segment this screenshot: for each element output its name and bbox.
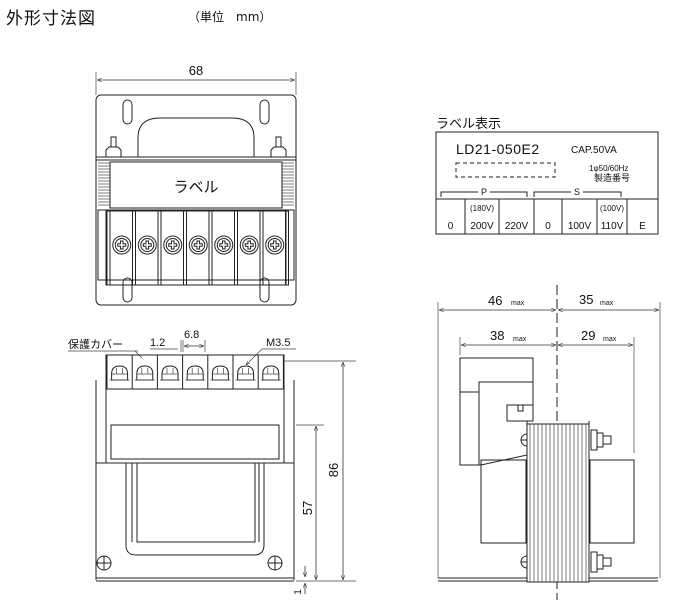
- terminal-screw: [112, 235, 132, 255]
- label-heading: ラベル表示: [436, 116, 501, 131]
- capacity: CAP.50VA: [571, 145, 617, 156]
- label-box: [435, 131, 659, 235]
- terminal-cell: 100V: [568, 221, 592, 232]
- terminal-screws-front: [106, 355, 284, 389]
- dim-86-label: 86: [326, 463, 341, 477]
- handle-arch: [137, 117, 255, 157]
- side-view: 46 max 35 max 38 max 29 max: [437, 285, 661, 600]
- terminal-separator: [259, 210, 264, 286]
- label-area: [109, 161, 283, 209]
- terminal-cell-value: 200V: [470, 221, 494, 232]
- terminal-separator: [106, 210, 111, 286]
- secondary-label: S: [574, 187, 580, 197]
- top-view: 68 ラベル: [95, 63, 297, 306]
- mount-plate: [95, 94, 297, 306]
- terminal-separator: [157, 210, 162, 286]
- front-view: 保護カバー 1.2 6.8 M3.5: [68, 329, 356, 595]
- model-number: LD21-050E2: [456, 141, 540, 157]
- core-laminations-side: [529, 424, 587, 582]
- screw-size-label: M3.5: [266, 337, 290, 349]
- terminal-cell-value: 0: [545, 221, 551, 232]
- terminal-screw: [214, 235, 234, 255]
- bolt-side-bottom: [590, 551, 612, 573]
- phase-freq: 1φ50/60Hz: [589, 164, 628, 173]
- terminal-separator: [285, 210, 289, 286]
- terminal-screw-head: [260, 365, 281, 381]
- page-title: 外形寸法図: [6, 9, 96, 29]
- terminal-cell-value: 100V: [568, 221, 592, 232]
- handle-outer: [125, 463, 265, 556]
- cover-label: 保護カバー: [68, 337, 123, 351]
- terminal-cell: E: [639, 221, 646, 232]
- core-laminations-left: [98, 162, 110, 206]
- terminal-side: [506, 404, 534, 422]
- pitch-label: 6.8: [184, 329, 199, 341]
- terminal-screw: [239, 235, 259, 255]
- terminal-cell-value: 0: [448, 221, 454, 232]
- terminal-screws-top: [106, 210, 289, 286]
- terminal-cell-sub: (100V): [600, 204, 624, 213]
- dim-29-max: max: [603, 336, 617, 343]
- dim-38-max: max: [513, 336, 527, 343]
- dim-68-label: 68: [189, 63, 203, 78]
- terminal-screw: [163, 235, 183, 255]
- terminal-cell-value: 220V: [505, 221, 529, 232]
- terminal-cell: 220V: [505, 221, 529, 232]
- terminal-table: 0 (180V) 200V 220V 0 100V (100V) 110V E: [448, 199, 646, 234]
- terminal-separator: [132, 210, 136, 286]
- coil-right: [589, 459, 635, 544]
- label-text: ラベル: [173, 179, 218, 196]
- bolt-left: [105, 136, 122, 157]
- primary-label: P: [481, 187, 487, 197]
- terminal-cell: (100V) 110V: [600, 204, 624, 232]
- coil-left: [480, 459, 527, 544]
- terminal-screw-head: [134, 365, 155, 381]
- core-laminations-right: [282, 162, 294, 206]
- dim-46-max: max: [511, 300, 525, 307]
- unit-note: （単位 mm）: [188, 10, 272, 24]
- pitch-gap-label: 1.2: [150, 337, 165, 349]
- terminal-separator: [208, 210, 213, 286]
- terminal-screw-head: [235, 365, 256, 381]
- screw-bottom-left: [96, 555, 112, 571]
- dim-29-label: 29: [581, 328, 595, 343]
- dim-57-label: 57: [300, 501, 315, 515]
- terminal-cell: 0: [448, 221, 454, 232]
- terminal-screw-head: [160, 365, 180, 381]
- terminal-separator: [183, 210, 187, 286]
- slot-hole-bottom-left: [122, 277, 133, 303]
- terminal-cell-sub: (180V): [470, 204, 494, 213]
- terminal-block-frame: [97, 209, 295, 281]
- dim-38-label: 38: [490, 328, 504, 343]
- bolt-right: [270, 136, 287, 157]
- serial-placeholder-box: [455, 162, 556, 178]
- label-plate-front: [110, 424, 280, 460]
- dim-35-max: max: [600, 300, 614, 307]
- slot-hole-top-right: [259, 99, 270, 125]
- slot-hole-top-left: [122, 99, 133, 125]
- terminal-screw: [265, 235, 285, 255]
- terminal-cell: 0: [545, 221, 551, 232]
- bolt-side-top: [590, 429, 612, 451]
- terminal-screw: [188, 235, 208, 255]
- label-display: ラベル表示 LD21-050E2 CAP.50VA 1φ50/60Hz 製造番号…: [435, 116, 659, 235]
- terminal-screw: [137, 235, 157, 255]
- dim-1-label: 1: [293, 589, 304, 595]
- terminal-screw-head: [185, 365, 206, 381]
- terminal-screw-head: [109, 365, 130, 381]
- terminal-separator: [234, 210, 238, 286]
- handle-inner: [136, 463, 256, 543]
- terminal-cell: (180V) 200V: [470, 204, 494, 232]
- body-upper: [105, 388, 285, 464]
- terminal-cell-value: 110V: [601, 221, 624, 232]
- screw-bottom-right: [267, 555, 283, 571]
- terminal-cell-value: E: [639, 221, 646, 232]
- dim-35-label: 35: [579, 292, 593, 307]
- terminal-screw-head: [210, 365, 231, 381]
- serial-label: 製造番号: [594, 172, 630, 183]
- dim-46-label: 46: [488, 293, 502, 308]
- slot-hole-bottom-right: [259, 277, 270, 303]
